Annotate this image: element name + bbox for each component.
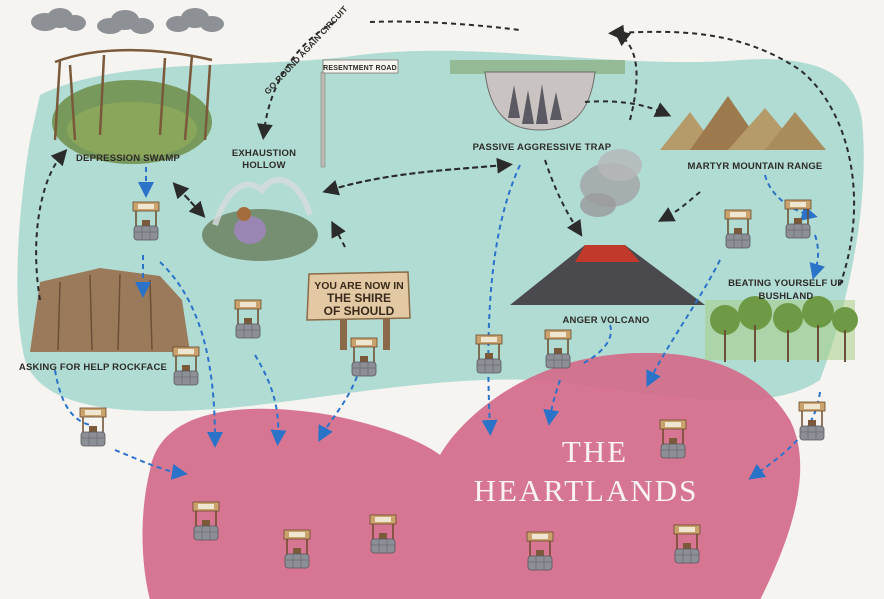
shire-of-should-sign [306,271,411,350]
signpost-icon [320,59,399,168]
sea-region [17,50,864,412]
label-beating-yourself-up-1: BEATING YOURSELF UP [728,278,844,289]
label-resentment-road: RESENTMENT ROAD [323,65,397,72]
label-martyr-mountain-range: MARTYR MOUNTAIN RANGE [688,161,823,172]
shire-sign-line3: OF SHOULD [324,304,395,318]
label-exhaustion-hollow-1: EXHAUSTION [232,148,296,159]
cloud-icon [97,10,154,34]
volcano-icon [510,149,705,305]
cloud-icon [166,8,224,32]
tree-icon [705,296,858,362]
label-exhaustion-hollow-2: HOLLOW [242,160,285,171]
label-beating-yourself-up-2: BUSHLAND [759,291,814,302]
passive-aggressive-trap [450,60,625,131]
shire-sign-line2: THE SHIRE [327,291,391,305]
mountain-icon [660,96,826,150]
exhaustion-hollow [202,176,318,261]
shire-sign-line1: YOU ARE NOW IN [314,280,403,292]
heartlands-title-line2: HEARTLANDS [474,473,699,508]
wishing-well-icon[interactable] [79,407,107,447]
label-asking-for-help-rockface: ASKING FOR HELP ROCKFACE [19,362,167,373]
wishing-well-icon[interactable] [798,401,826,441]
heartlands-title-line1: THE [562,434,628,469]
cloud-icon [31,8,86,31]
label-depression-swamp: DEPRESSION SWAMP [76,153,180,164]
label-anger-volcano: ANGER VOLCANO [562,315,649,326]
label-passive-aggressive-trap: PASSIVE AGGRESSIVE TRAP [473,142,612,153]
circuit-paths [35,20,856,301]
depression-swamp [52,48,213,164]
